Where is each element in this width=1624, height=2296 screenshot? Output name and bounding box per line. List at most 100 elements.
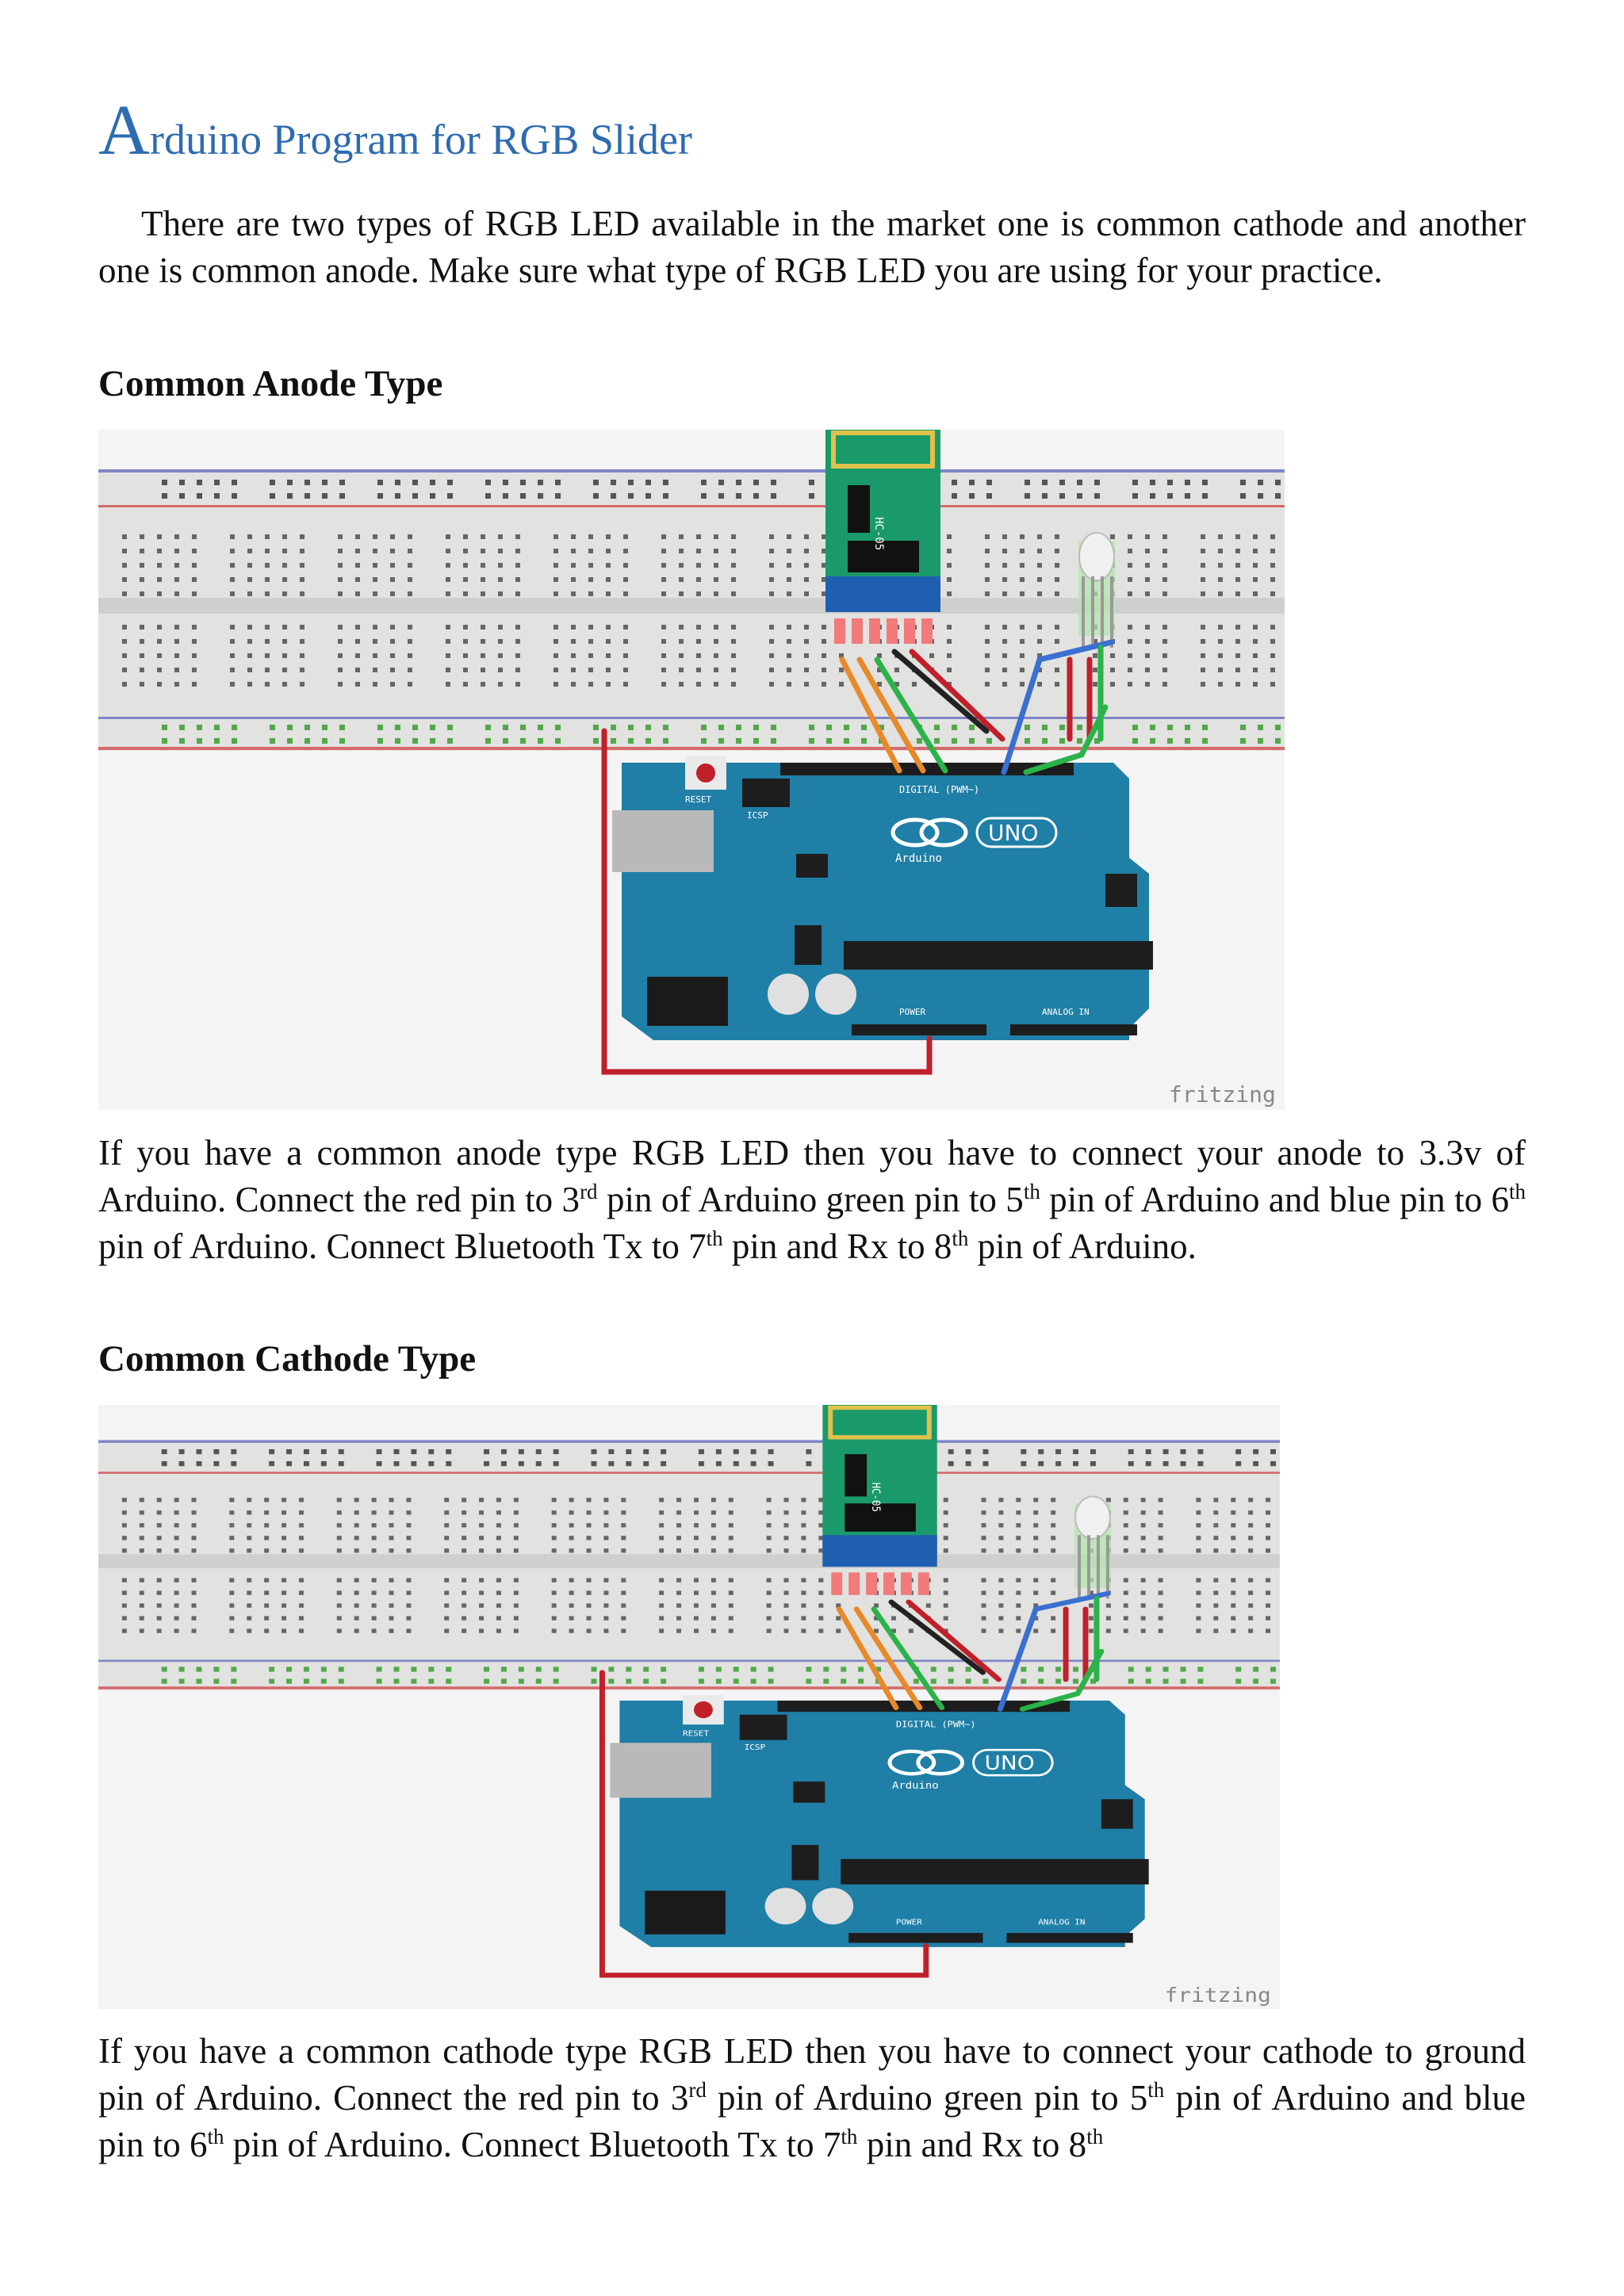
uno-badge	[972, 1748, 1054, 1777]
hc05-label: HC-05	[869, 1483, 882, 1512]
hc05-antenna	[831, 430, 935, 469]
hc05-pcb	[822, 1405, 937, 1560]
hc05-pcb	[825, 430, 940, 604]
icsp-header-2	[1101, 1799, 1133, 1829]
breadboard-rail-line	[98, 1659, 1280, 1663]
led-leg	[1105, 1535, 1109, 1599]
uno-badge	[975, 817, 1058, 848]
wire-green	[1023, 704, 1109, 775]
digital-label: DIGITAL (PWM~)	[899, 784, 979, 795]
breadboard-rail-line	[98, 469, 1285, 473]
icsp-label: ICSP	[747, 810, 768, 821]
capacitor	[768, 974, 809, 1015]
chip	[796, 854, 828, 878]
digital-header	[777, 1701, 1071, 1712]
wire-black	[891, 649, 990, 734]
hc05-chip	[848, 541, 919, 572]
wire-red	[906, 1599, 1002, 1682]
wires	[601, 639, 1115, 1075]
hc05-header-pin	[848, 1572, 860, 1595]
analog-header	[1010, 1024, 1137, 1035]
icsp-header-2	[1105, 874, 1137, 907]
breadboard-center-channel	[98, 598, 1285, 614]
arduino-board-pcb	[622, 763, 1149, 1040]
wire-blue	[997, 1590, 1111, 1712]
wire-green	[874, 656, 948, 774]
hc05-header-pin	[852, 618, 863, 644]
icsp-header	[739, 1714, 787, 1740]
voltage-regulator	[795, 925, 822, 965]
hc05-header-pin	[869, 618, 880, 644]
usb-connector	[610, 1743, 711, 1798]
uno-logo-text: UNO	[988, 820, 1038, 846]
fritzing-watermark: fritzing	[1169, 1081, 1276, 1108]
power-label: POWER	[899, 1007, 925, 1017]
arduino-infinity-logo	[891, 817, 940, 848]
wire-orange	[853, 1606, 923, 1710]
hc05-header-pin	[900, 1572, 912, 1595]
wire-black	[888, 1599, 986, 1675]
fritzing-watermark: fritzing	[1165, 1984, 1271, 2007]
hc05-pin-strip	[822, 1535, 937, 1567]
power-header	[852, 1024, 986, 1035]
atmega-chip	[841, 1858, 1149, 1885]
wire-blue	[1001, 639, 1115, 775]
led-dome	[1078, 532, 1115, 581]
hc05-header-pin	[921, 618, 933, 644]
wires	[599, 1590, 1111, 1978]
hc05-header-pin	[904, 618, 915, 644]
capacitor	[815, 974, 856, 1015]
wire-red	[909, 649, 1005, 742]
reset-label: RESET	[683, 1729, 709, 1738]
hc05-header-pin	[834, 618, 845, 644]
wire-red-power	[599, 1670, 929, 1978]
hc05-header-pin	[883, 1572, 894, 1595]
digital-label: DIGITAL (PWM~)	[896, 1719, 976, 1729]
wire-orange	[839, 656, 902, 774]
led-leg	[1091, 576, 1094, 648]
arduino-infinity-logo	[887, 1749, 936, 1776]
uno-logo-text: UNO	[985, 1751, 1035, 1774]
hc05-chip	[848, 485, 870, 533]
bluetooth-module: HC-05	[822, 1405, 937, 1595]
hc05-chip	[845, 1454, 868, 1497]
arduino-infinity-logo	[919, 817, 968, 848]
hc05-antenna	[828, 1405, 932, 1440]
power-jack	[647, 977, 728, 1026]
arduino-infinity-logo	[916, 1749, 965, 1776]
wire-green	[1019, 1648, 1105, 1712]
led-leg	[1101, 576, 1104, 648]
power-jack	[645, 1890, 726, 1934]
breadboard-rail-line	[98, 747, 1285, 750]
wire-red-power	[601, 728, 933, 1075]
arduino-brand-text: Arduino	[895, 852, 942, 865]
power-header	[848, 1933, 983, 1943]
breadboard-holes	[122, 480, 1281, 744]
breadboard-rail-line	[98, 505, 1285, 507]
chip	[793, 1781, 825, 1803]
analog-header	[1006, 1933, 1133, 1943]
anode-paragraph: If you have a common anode type RGB LED …	[98, 1133, 1526, 1266]
arduino-brand-text: Arduino	[892, 1781, 939, 1792]
atmega-chip	[844, 941, 1153, 970]
led-leg	[1086, 1535, 1090, 1599]
reset-label: RESET	[685, 794, 711, 805]
breadboard-rail-line	[98, 1686, 1280, 1689]
led-leg	[1078, 1535, 1082, 1599]
wire-orange	[856, 656, 926, 774]
breadboard-rail-line	[98, 1471, 1280, 1475]
arduino-board-pcb	[619, 1701, 1145, 1947]
icsp-header	[742, 779, 790, 807]
breadboard-rail-line	[98, 1440, 1280, 1443]
intro-paragraph: There are two types of RGB LED available…	[98, 204, 1526, 290]
analog-label: ANALOG IN	[1042, 1007, 1090, 1017]
power-label: POWER	[896, 1918, 923, 1927]
analog-label: ANALOG IN	[1038, 1918, 1085, 1927]
led-leg	[1082, 576, 1085, 648]
breadboard-rail-line	[98, 717, 1285, 719]
anode-heading: Common Anode Type	[98, 363, 443, 404]
title-rest: rduino Program for RGB Slider	[150, 116, 692, 163]
